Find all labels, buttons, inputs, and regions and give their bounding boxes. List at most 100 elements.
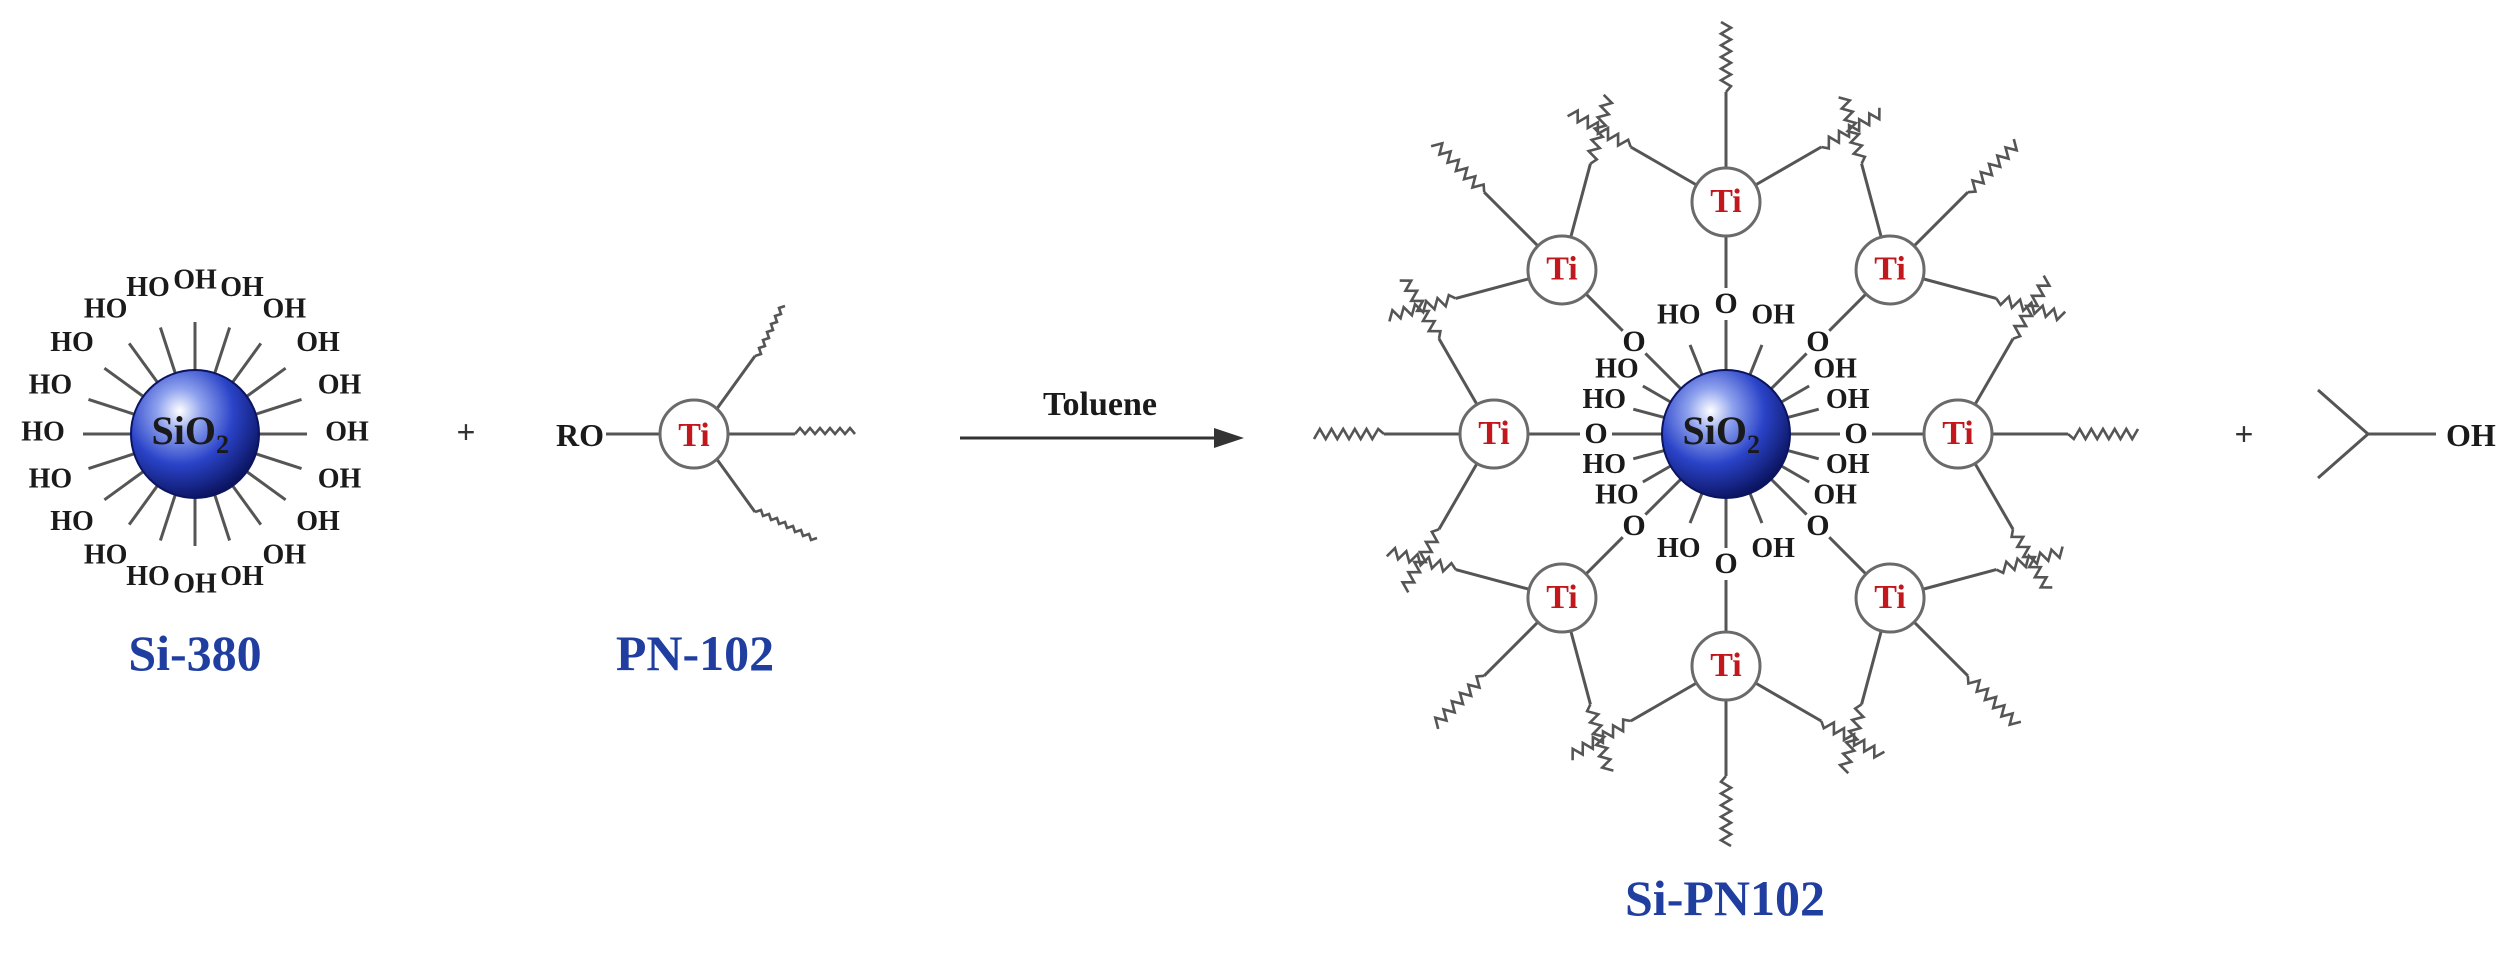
oh-group-label: HO [126, 272, 170, 303]
oh-group-label: OH [220, 272, 264, 303]
oh-group-label: HO [50, 506, 94, 537]
wavy-bond [1995, 294, 2067, 323]
wavy-bond [2067, 426, 2140, 442]
wavy-bond [2012, 274, 2052, 340]
oh-group-label: OH [1826, 384, 1870, 415]
ti-label: Ti [1942, 415, 1974, 452]
oh-group-label: OH [1751, 533, 1795, 564]
oh-group-label: HO [126, 561, 170, 592]
ti-label: Ti [1874, 579, 1906, 616]
oxygen-label: O [1844, 417, 1867, 450]
oh-group-label: OH [173, 264, 217, 295]
ti-label: Ti [1710, 183, 1742, 220]
wavy-bond [1385, 545, 1457, 574]
oh-group-label: HO [29, 369, 73, 400]
ti-atom [658, 398, 730, 470]
ro-label: RO [556, 417, 604, 453]
oh-group-label: HO [84, 539, 128, 570]
oh-group-label: HO [1583, 449, 1627, 480]
oxygen-label: O [1584, 417, 1607, 450]
byproduct-oh-label: OH [2446, 417, 2496, 453]
oh-group-label: HO [1657, 300, 1701, 331]
si-pn102-name: Si-PN102 [1625, 870, 1825, 926]
oh-group-label: OH [296, 327, 340, 358]
wavy-bond [1586, 93, 1615, 165]
oxygen-label: O [1714, 547, 1737, 580]
oxygen-label: O [1622, 325, 1645, 358]
ti-label: Ti [1710, 647, 1742, 684]
oh-group-label: OH [1813, 353, 1857, 384]
oh-group-label: OH [173, 568, 217, 599]
reaction-condition: Toluene [1043, 386, 1157, 423]
isopropanol-byproduct: OH [2317, 388, 2496, 480]
wavy-bond [1430, 141, 1486, 193]
plus-sign-2: + [2235, 416, 2254, 452]
ti-label: Ti [1478, 415, 1510, 452]
oh-group-label: HO [84, 293, 128, 324]
ti-atom [1690, 630, 1762, 702]
oxygen-label: O [1806, 509, 1829, 542]
oh-group-label: OH [263, 539, 307, 570]
oh-group-label: HO [29, 463, 73, 494]
oh-group-label: OH [318, 463, 362, 494]
oxygen-label: O [1714, 287, 1737, 320]
oh-group-label: OH [318, 369, 362, 400]
oh-group-label: HO [50, 327, 94, 358]
oh-group-label: OH [220, 561, 264, 592]
ti-atom [1458, 398, 1530, 470]
ti-atom [1526, 562, 1598, 634]
wavy-bond [1312, 426, 1385, 442]
oh-group-label: OH [263, 293, 307, 324]
ti-atom [1690, 166, 1762, 238]
wavy-bond [1388, 293, 1457, 322]
reaction-arrow [960, 428, 1244, 448]
ti-label: Ti [1546, 579, 1578, 616]
wavy-bond [1838, 96, 1867, 165]
wavy-bond [1400, 528, 1440, 594]
oh-group-label: OH [325, 416, 369, 447]
silica-sphere [1661, 369, 1791, 499]
oh-group-label: HO [1595, 479, 1639, 510]
si380-name: Si-380 [128, 625, 261, 681]
wavy-bond [1399, 279, 1442, 339]
wavy-bond [1967, 138, 2019, 194]
oh-group-label: HO [1595, 353, 1639, 384]
wavy-bond [754, 508, 818, 542]
oh-group-label: OH [1826, 449, 1870, 480]
wavy-bond [1821, 107, 1881, 150]
ti-label: Ti [1546, 251, 1578, 288]
wavy-bond [1718, 775, 1734, 848]
oh-group-label: OH [1813, 479, 1857, 510]
oh-group-label: HO [1657, 533, 1701, 564]
wavy-bond [1995, 546, 2064, 575]
wavy-bond [1433, 674, 1485, 730]
wavy-bond [1820, 720, 1886, 760]
oh-group-label: HO [1583, 384, 1627, 415]
wavy-bond [1718, 20, 1734, 93]
oh-group-label: OH [1751, 300, 1795, 331]
silica-sphere [130, 369, 260, 499]
ti-label: Ti [1874, 251, 1906, 288]
wavy-bond [1837, 703, 1866, 775]
ti-label: Ti [678, 417, 710, 454]
wavy-bond [1585, 703, 1614, 772]
wavy-bond [2010, 529, 2053, 589]
ti-atom [1854, 234, 1926, 306]
pn102-name: PN-102 [616, 625, 774, 681]
ti-atom [1854, 562, 1926, 634]
wavy-bond [754, 304, 786, 358]
oxygen-label: O [1622, 509, 1645, 542]
oh-group-label: HO [21, 416, 65, 447]
wavy-bond [1966, 675, 2022, 727]
wavy-bond [1571, 718, 1631, 761]
wavy-bond [794, 425, 856, 437]
oh-group-label: OH [296, 506, 340, 537]
wavy-bond [1566, 108, 1632, 148]
ti-atom [1526, 234, 1598, 306]
oxygen-label: O [1806, 325, 1829, 358]
pn102-titanate: RO Ti [556, 304, 856, 542]
ti-atom [1922, 398, 1994, 470]
